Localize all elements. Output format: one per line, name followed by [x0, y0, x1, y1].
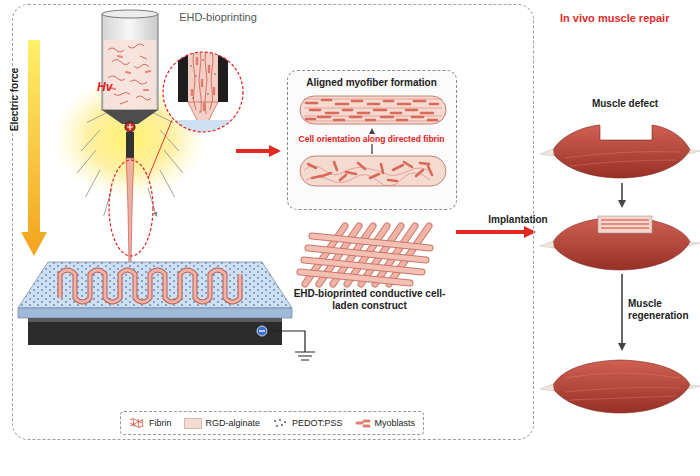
legend-sample: [130, 419, 143, 428]
legend-swatch: [184, 418, 202, 429]
legend-item: Myoblasts: [355, 417, 416, 429]
tendon: [540, 241, 700, 248]
bioink: [104, 40, 156, 109]
electrode-minus: [257, 326, 267, 336]
legend-item: Fibrin: [129, 417, 172, 429]
implant-fibers: [601, 220, 649, 228]
collector-dots: [18, 262, 292, 308]
box-note: Cell orientation along directed fibrin: [290, 134, 454, 144]
box-title: Aligned myofiber formation: [288, 77, 456, 88]
regenerated-muscle: [552, 360, 690, 413]
legend-sample: [275, 420, 285, 426]
construct-label: EHD-bioprinted conductive cell-laden con…: [292, 288, 448, 312]
force-arrow: [21, 40, 47, 256]
construct-group: EHD-bioprinted conductive cell-laden con…: [292, 212, 448, 316]
implanted-muscle: [552, 217, 690, 270]
zoom-leader: [148, 120, 172, 178]
zoom-bg: [160, 50, 250, 140]
zoom-dots: [191, 60, 215, 112]
implant-patch: [598, 216, 652, 233]
zoom-content: [160, 48, 250, 140]
zoom-circle: [163, 52, 243, 132]
print-path-outline: [60, 270, 240, 302]
random-cells: [308, 162, 432, 181]
defect-muscle: [552, 125, 690, 178]
force-label: Electric force: [9, 50, 20, 150]
ground-symbol: [267, 331, 315, 360]
aligned-fiber: [300, 96, 446, 124]
legend-item: PEDOT:PSS: [272, 417, 343, 429]
electrode-plus: [125, 122, 135, 132]
focus-ellipse: [109, 160, 153, 256]
print-path: [60, 270, 240, 302]
collector-front: [18, 308, 292, 318]
striation: [565, 373, 680, 400]
muscle-group: Muscle defect: [560, 96, 690, 188]
jet: [126, 158, 134, 268]
muscle-label: Muscle defect: [560, 98, 690, 109]
process-arrow: [236, 149, 278, 153]
arrow-label: Muscle regeneration: [628, 298, 698, 322]
panel-box: EHD-bioprintingAligned myofiber formatio…: [12, 4, 534, 440]
legend-icon: [129, 417, 145, 429]
legend-item: RGD-alginate: [184, 418, 261, 429]
legend-text: Fibrin: [149, 418, 172, 428]
section-title: In vivo muscle repair: [560, 12, 669, 24]
base-edge: [28, 318, 282, 322]
zoom-box: Aligned myofiber formationCell orientati…: [287, 70, 457, 210]
flow-arrow: [621, 274, 623, 349]
legend-text: Myoblasts: [375, 418, 416, 428]
box-fill: [287, 70, 457, 210]
legend-sample: [357, 421, 369, 426]
syringe-barrel: [102, 14, 158, 110]
flow-arrow: [621, 183, 623, 206]
implant-arrow: [456, 230, 533, 234]
barrel-top: [102, 10, 158, 18]
collector-top: [18, 262, 292, 308]
aligned-fibrin: [304, 99, 442, 121]
legend-box: Fibrin RGD-alginate PEDOT:PSS Myoblasts: [120, 411, 424, 435]
aligned-cells: [306, 100, 438, 120]
plus-sign: [127, 124, 133, 130]
stage-base: [28, 318, 282, 345]
striation: [565, 152, 680, 166]
tendon: [540, 384, 700, 391]
zoom-cells: [192, 58, 214, 110]
lattice-cross: [300, 236, 430, 283]
voltage-label: Hv: [97, 80, 112, 94]
legend-text: PEDOT:PSS: [292, 418, 343, 428]
cells: [110, 56, 150, 90]
needle: [126, 132, 134, 158]
legend-text: RGD-alginate: [206, 418, 261, 428]
lattice-cross-outline: [300, 236, 430, 283]
fibrin-fibers: [108, 44, 151, 104]
arrow-label: Implantation: [478, 214, 558, 225]
random-fiber: [300, 156, 446, 186]
panel-title: EHD-bioprinting: [153, 11, 283, 23]
minus-sign: [259, 330, 265, 331]
legend-icon: [272, 417, 288, 429]
legend-icon: [355, 417, 371, 429]
